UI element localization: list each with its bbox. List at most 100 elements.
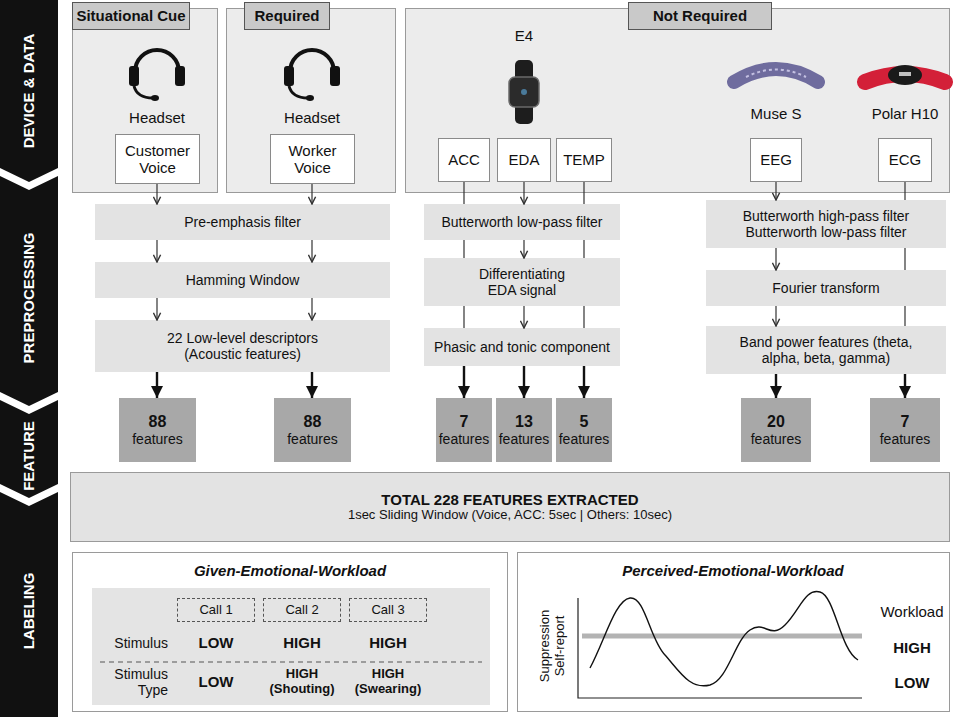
panel-title: Given-Emotional-Workload — [194, 562, 386, 579]
feature-unit: features — [132, 431, 183, 447]
drawing-part — [509, 77, 539, 107]
table-cell: LOW — [199, 673, 234, 690]
connector — [156, 298, 157, 320]
connector — [156, 240, 157, 262]
row-header: Stimulus Type — [102, 666, 168, 698]
process-box: Butterworth high-pass filter Butterworth… — [706, 200, 946, 248]
connector — [463, 182, 464, 204]
stage-chevron — [0, 0, 58, 182]
call-box: Call 1 — [177, 598, 255, 622]
drawing-part — [899, 72, 911, 76]
call-name: Call 1 — [199, 603, 232, 618]
headset-icon — [284, 50, 340, 101]
process-step: Band power features (theta, alpha, beta,… — [726, 334, 926, 366]
drawing-part — [888, 65, 922, 85]
process-step: Hamming Window — [186, 272, 300, 288]
device-name: Headset — [284, 109, 340, 126]
table-ground — [92, 588, 490, 705]
wristband-icon — [509, 60, 539, 124]
call-name: Call 2 — [285, 603, 318, 618]
connector — [904, 374, 906, 398]
chart-axes — [578, 598, 862, 698]
connector — [156, 184, 157, 204]
summary-note: 1sec Sliding Window (Voice, ACC: 5sec | … — [348, 508, 672, 523]
stage-chevron — [0, 400, 58, 498]
threshold-line — [582, 634, 862, 639]
stage-label: LABELING — [20, 573, 37, 650]
device-panel: Not RequiredE4Muse SPolar H10ACCEDATEMPE… — [405, 8, 950, 193]
feature-count: 7 — [901, 413, 910, 431]
connector — [583, 182, 584, 204]
drawing-part — [284, 66, 294, 86]
signal-box: ACC — [448, 151, 480, 168]
process-box: Differentiating EDA signal — [424, 258, 620, 306]
stage-label: DEVICE & DATA — [20, 34, 37, 148]
drawing-part — [135, 50, 179, 72]
feature-box: 88features — [274, 398, 351, 462]
connector — [523, 366, 525, 398]
feature-box: 88features — [119, 398, 196, 462]
process-box: Fourier transform — [706, 270, 946, 306]
drawing-part — [289, 86, 308, 98]
connector — [583, 306, 584, 328]
table-cell: HIGH — [283, 634, 321, 651]
signal-box: EDA — [509, 151, 540, 168]
process-box: Band power features (theta, alpha, beta,… — [706, 326, 946, 374]
drawing-part — [290, 50, 334, 72]
signal-box: EEG — [750, 138, 802, 182]
feature-box: 7features — [436, 398, 492, 462]
device-panel: Situational CueHeadsetCustomer Voice — [72, 8, 218, 193]
feature-box: 5features — [556, 398, 612, 462]
signal-box: TEMP — [556, 138, 612, 182]
feature-count: 20 — [767, 413, 785, 431]
process-step: Fourier transform — [772, 280, 879, 296]
connector — [311, 184, 312, 204]
connector — [775, 248, 776, 270]
process-step: Butterworth high-pass filter Butterworth… — [731, 208, 921, 240]
level-name: HIGH — [893, 639, 931, 656]
connector — [463, 306, 464, 328]
signal-box: EDA — [497, 138, 551, 182]
drawing-part — [330, 66, 340, 86]
connector — [904, 306, 905, 326]
feature-unit: features — [880, 431, 931, 447]
stage-label: PREPROCESSING — [20, 233, 37, 364]
level-name: LOW — [895, 674, 930, 691]
self-report-curve — [590, 592, 858, 686]
signal-box: ACC — [438, 138, 490, 182]
section-tab: Not Required — [628, 2, 772, 30]
process-step: 22 Low-level descriptors (Acoustic featu… — [153, 330, 333, 362]
panel-title: Perceived-Emotional-Workload — [622, 562, 843, 579]
feature-count: 88 — [149, 413, 167, 431]
section-tab: Situational Cue — [72, 2, 190, 30]
feature-unit: features — [439, 431, 490, 447]
connector — [311, 372, 313, 398]
connector — [583, 366, 585, 398]
labeling-panel: Perceived-Emotional-Workload — [517, 552, 950, 712]
drawing-part — [734, 69, 818, 82]
feature-count: 88 — [304, 413, 322, 431]
signal-box: ECG — [878, 138, 932, 182]
connector — [904, 248, 905, 270]
connector — [523, 182, 524, 204]
connector — [583, 240, 584, 258]
table-cell: HIGH — [369, 634, 407, 651]
device-name: Polar H10 — [872, 105, 939, 122]
device-name: E4 — [515, 27, 533, 44]
feature-unit: features — [287, 431, 338, 447]
drawing-part — [746, 70, 806, 78]
feature-box: 7features — [870, 398, 940, 462]
drawing-part — [134, 86, 153, 98]
stage-label: FEATURE — [20, 421, 37, 491]
process-box: Phasic and tonic component — [424, 328, 620, 366]
connector — [775, 182, 776, 200]
headset-icon — [129, 50, 185, 101]
feature-count: 5 — [580, 413, 589, 431]
feature-unit: features — [499, 431, 550, 447]
process-step: Phasic and tonic component — [434, 339, 610, 355]
connector — [463, 366, 465, 398]
feature-box: 20features — [741, 398, 811, 462]
call-box: Call 3 — [349, 598, 427, 622]
